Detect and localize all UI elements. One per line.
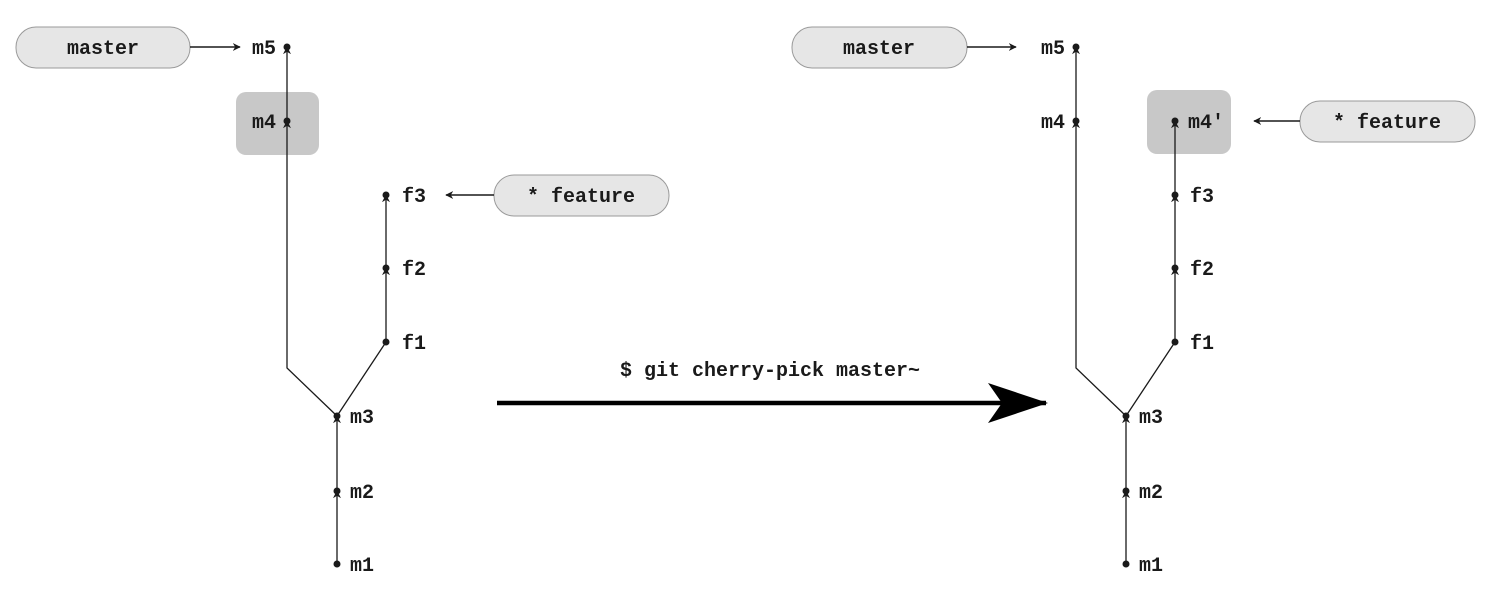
commit-label-m1: m1 — [1139, 555, 1163, 578]
master-ref-before: master — [15, 26, 191, 69]
commit-label-m3: m3 — [350, 407, 374, 430]
commit-dot — [1072, 117, 1080, 125]
commit-label-m2: m2 — [350, 482, 374, 505]
command-label: $ git cherry-pick master~ — [620, 360, 920, 383]
after-graph: master * feature — [791, 26, 1476, 578]
commit-dot — [382, 338, 390, 346]
commit-dot — [1171, 264, 1179, 272]
commit-dot — [1122, 412, 1130, 420]
commit-dot — [333, 560, 341, 568]
commit-label-m1: m1 — [350, 555, 374, 578]
commit-dot — [382, 264, 390, 272]
commit-dot — [382, 191, 390, 199]
commit-label-m5: m5 — [252, 38, 276, 61]
master-ref-after: master — [791, 26, 968, 69]
commit-dot — [1122, 560, 1130, 568]
commit-dot — [1122, 487, 1130, 495]
commit-label-m4-prime: m4' — [1188, 112, 1224, 135]
feature-ref-before: * feature — [493, 174, 670, 217]
commit-dot — [333, 487, 341, 495]
commit-label-f3: f3 — [402, 186, 426, 209]
master-ref-label: master — [843, 38, 915, 61]
commit-dot — [1171, 117, 1179, 125]
master-ref-label: master — [67, 38, 139, 61]
m4-prime-highlight — [1147, 90, 1231, 154]
commit-label-m3: m3 — [1139, 407, 1163, 430]
commit-label-f2: f2 — [1190, 259, 1214, 282]
commit-dot — [1171, 191, 1179, 199]
commit-label-m5: m5 — [1041, 38, 1065, 61]
commit-dot — [283, 117, 291, 125]
commit-label-f1: f1 — [402, 333, 426, 356]
commit-dot — [1072, 43, 1080, 51]
commit-label-m4: m4 — [252, 112, 276, 135]
commit-label-f3: f3 — [1190, 186, 1214, 209]
commit-dot — [1171, 338, 1179, 346]
commit-label-m4: m4 — [1041, 112, 1065, 135]
commit-label-m2: m2 — [1139, 482, 1163, 505]
after-edges — [1072, 46, 1179, 564]
feature-ref-after: * feature — [1299, 100, 1476, 143]
commit-dot — [333, 412, 341, 420]
feature-ref-label: * feature — [527, 186, 635, 209]
commit-label-f1: f1 — [1190, 333, 1214, 356]
commit-dot — [283, 43, 291, 51]
m4-highlight — [236, 92, 319, 155]
commit-label-f2: f2 — [402, 259, 426, 282]
before-nodes — [283, 43, 390, 568]
command-transition: $ git cherry-pick master~ — [497, 360, 1048, 423]
before-edges — [283, 46, 390, 564]
feature-ref-label: * feature — [1333, 112, 1441, 135]
before-graph: master * feature — [15, 26, 670, 578]
after-nodes — [1072, 43, 1179, 568]
